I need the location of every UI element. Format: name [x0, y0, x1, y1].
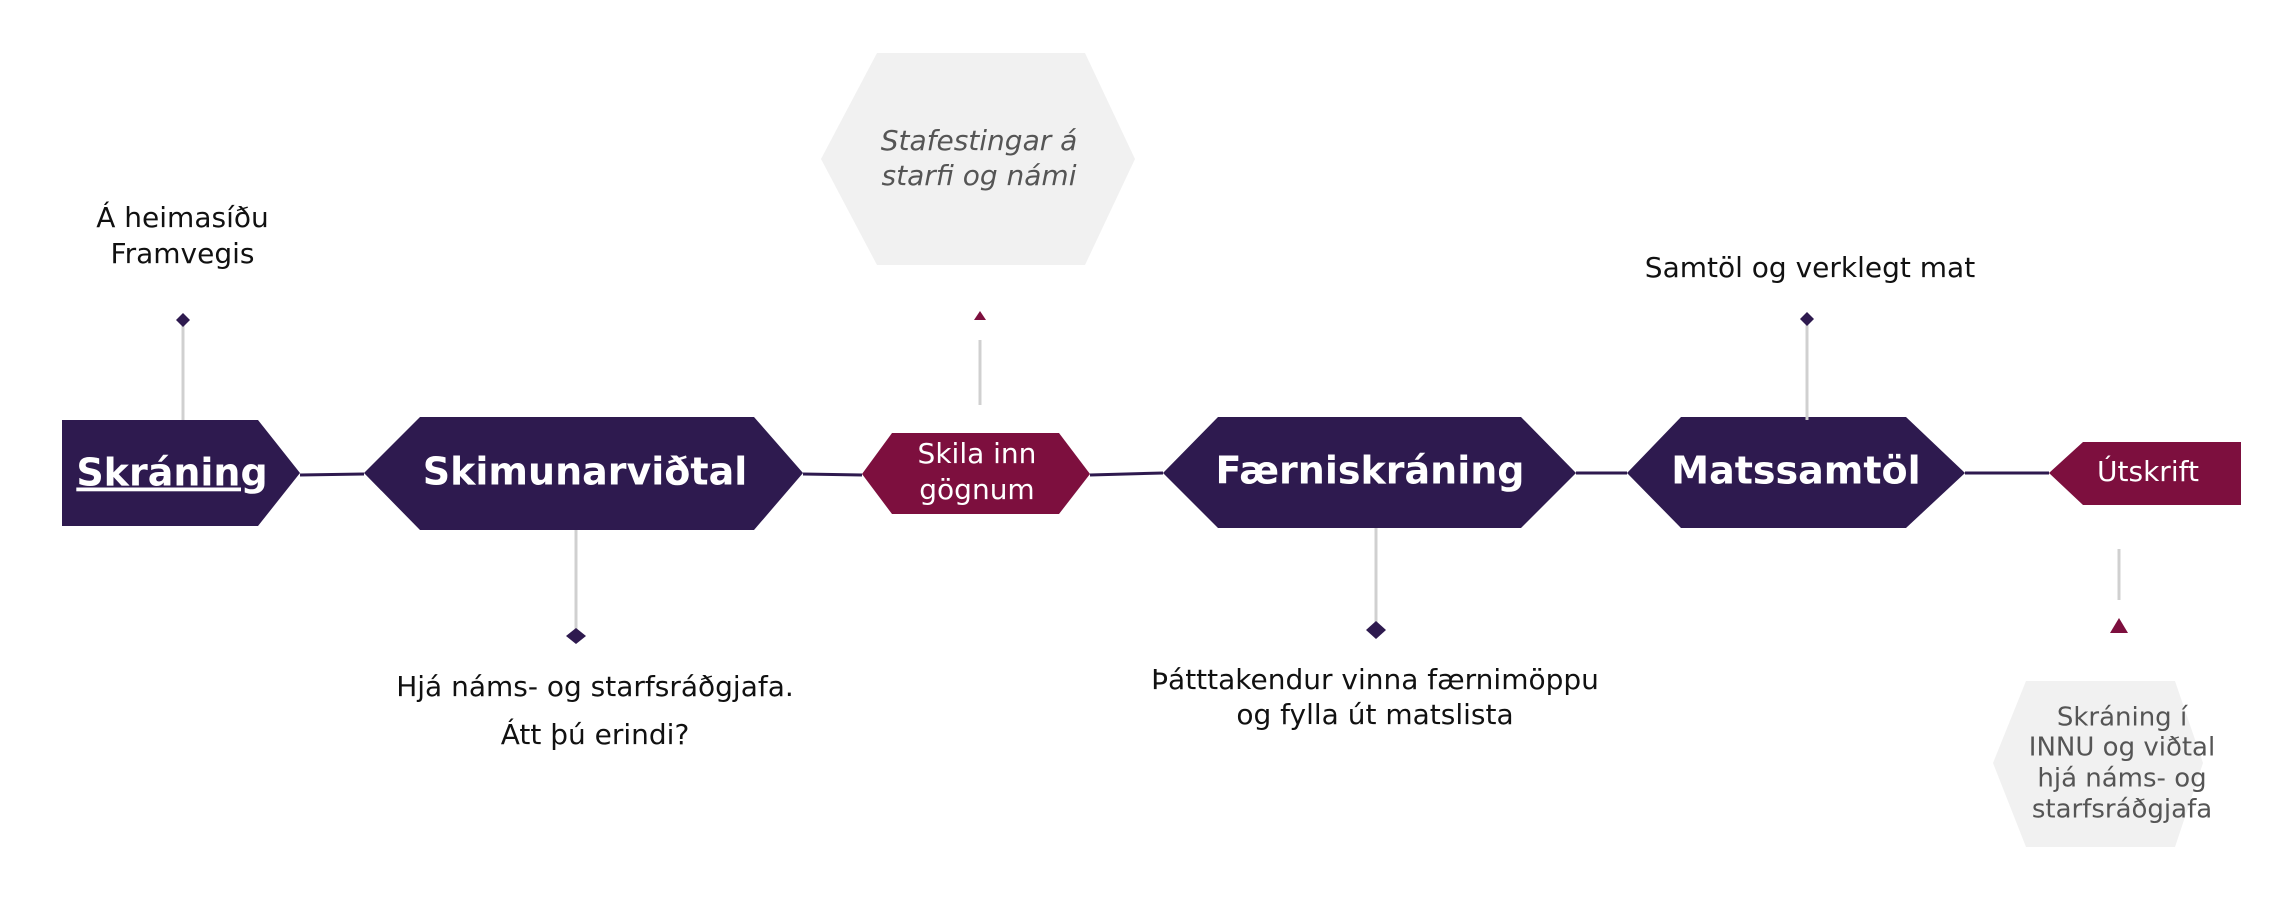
note-utskrift-line2: INNU og viðtal [2029, 733, 2215, 763]
stage-label-skraning[interactable]: Skráning [76, 451, 267, 495]
stage-shape-skimunarvidtal[interactable] [364, 417, 803, 530]
stage-shape-skila-inn-gognum[interactable] [862, 433, 1090, 514]
annotation-faerniskraning-line1: Þátttakendur vinna færnimöppu [1151, 663, 1599, 696]
connector-line-2 [802, 472, 863, 477]
note-hexagon-skila-inn [821, 53, 1135, 265]
note-hexagon-utskrift [1993, 681, 2203, 847]
marker-diamond-matssamtol [1800, 312, 1814, 326]
annotation-skraning-line1: Á heimasíðu [96, 201, 269, 234]
stage-shape-matssamtol[interactable] [1627, 417, 1965, 528]
annotation-skimunarvidtal-line2: Átt þú erindi? [500, 718, 690, 751]
annotation-matssamtol-line1: Samtöl og verklegt mat [1644, 251, 1976, 284]
annotation-skimunarvidtal-line1: Hjá náms- og starfsráðgjafa. [396, 670, 794, 703]
note-skila-inn-line1: Stafestingar á [881, 124, 1078, 157]
stage-label-utskrift: Útskrift [2097, 454, 2199, 488]
connector-line-1 [299, 472, 365, 477]
annotation-skimunarvidtal: Hjá náms- og starfsráðgjafa. Átt þú erin… [370, 663, 820, 759]
annotation-skraning-line2: Framvegis [110, 237, 255, 270]
marker-diamond-faerniskraning [1366, 621, 1386, 639]
stage-label-skila-inn-line1: Skila inn [918, 437, 1037, 470]
annotation-faerniskraning: Þátttakendur vinna færnimöppu og fylla ú… [1135, 662, 1615, 732]
stage-label-faerniskraning: Færniskráning [1216, 449, 1525, 493]
stage-label-matssamtol: Matssamtöl [1671, 449, 1920, 493]
annotation-faerniskraning-line2: og fylla út matslista [1236, 698, 1514, 731]
note-utskrift-line1: Skráning í [2057, 703, 2188, 733]
stage-shape-faerniskraning[interactable] [1163, 417, 1576, 528]
annotation-matssamtol: Samtöl og verklegt mat [1620, 250, 2000, 286]
note-utskrift-line4: starfsráðgjafa [2032, 795, 2212, 825]
note-utskrift-line3: hjá náms- og [2037, 764, 2206, 794]
stage-shape-utskrift[interactable] [2049, 442, 2241, 505]
connector-line-3 [1089, 471, 1164, 477]
stage-label-skimunarvidtal: Skimunarviðtal [423, 450, 747, 494]
note-skila-inn-line2: starfi og námi [882, 159, 1077, 192]
marker-triangle-utskrift [2110, 618, 2128, 633]
annotation-skraning: Á heimasíðu Framvegis [70, 200, 295, 272]
connector-lines [299, 471, 2049, 477]
marker-diamond-skimunarvidtal [566, 628, 586, 644]
marker-triangle-skila-inn [974, 311, 986, 320]
stage-label-skila-inn-line2: gögnum [919, 473, 1034, 506]
marker-diamond-skraning [176, 313, 190, 327]
stage-shape-skraning[interactable] [62, 420, 300, 526]
